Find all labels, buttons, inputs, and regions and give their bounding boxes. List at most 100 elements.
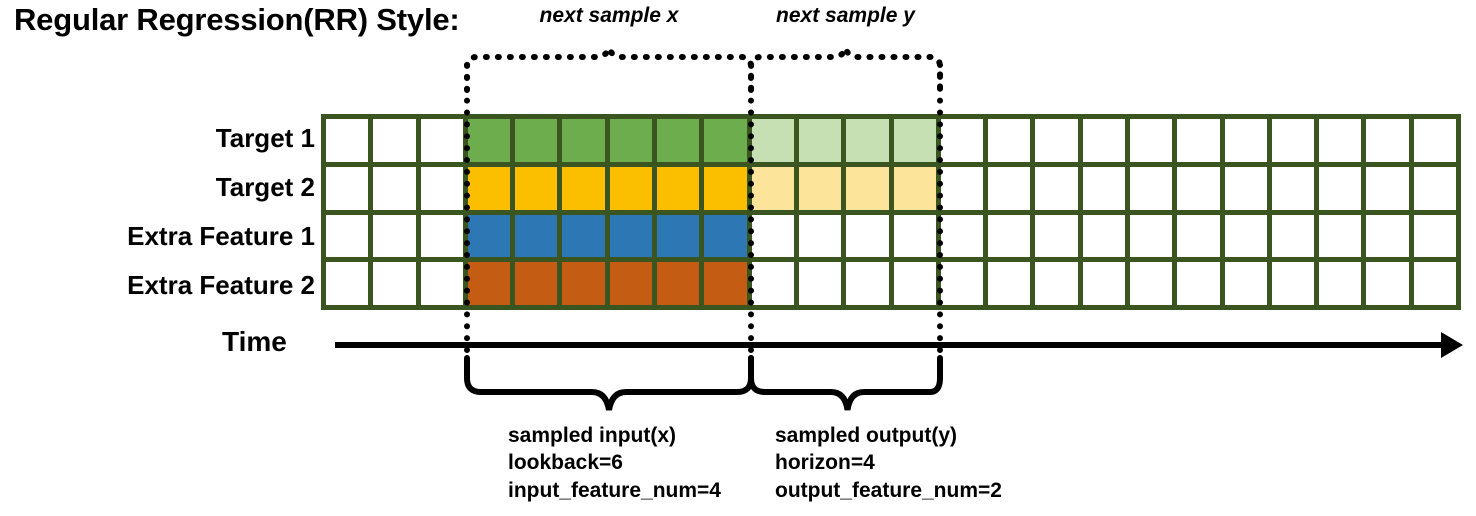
brace-label-next-sample-y: next sample y xyxy=(776,4,915,27)
grid-cell-r3-c4-input xyxy=(467,214,511,258)
grid-cell-r1-c9-input xyxy=(704,119,747,162)
grid-cell-r1-c10-output xyxy=(751,119,794,162)
grid-cell-r1-c13-output xyxy=(893,119,936,162)
grid-cell-r3-c3-empty xyxy=(420,214,463,258)
grid-cell-r2-c13-output xyxy=(893,166,936,210)
grid-cell-r2-c15-empty xyxy=(988,166,1031,210)
page-title: Regular Regression(RR) Style: xyxy=(14,2,460,37)
grid-cell-r3-c24-empty xyxy=(1413,214,1456,258)
grid-cell-r1-c24-empty xyxy=(1413,119,1456,162)
grid-cell-r2-c14-empty xyxy=(940,166,984,210)
grid-cell-r4-c13-empty xyxy=(893,262,936,305)
grid-cell-r2-c12-output xyxy=(846,166,889,210)
grid-cell-r1-c19-empty xyxy=(1177,119,1220,162)
timeseries-grid xyxy=(321,114,1461,310)
grid-cell-r1-c8-input xyxy=(657,119,700,162)
grid-cell-r3-c8-input xyxy=(657,214,700,258)
grid-cell-r2-c18-empty xyxy=(1129,166,1173,210)
grid-cell-r3-c20-empty xyxy=(1224,214,1267,258)
grid-cell-r4-c1-empty xyxy=(326,262,369,305)
grid-cell-r4-c16-empty xyxy=(1035,262,1078,305)
grid-cell-r4-c3-empty xyxy=(420,262,463,305)
grid-cell-r3-c21-empty xyxy=(1271,214,1315,258)
annotation-output-line-3: output_feature_num=2 xyxy=(775,478,1002,502)
grid-cell-r1-c16-empty xyxy=(1035,119,1078,162)
annotation-input-line-2: lookback=6 xyxy=(508,451,623,475)
grid-cell-r1-c1-empty xyxy=(326,119,369,162)
row-label-extra-feature-1: Extra Feature 1 xyxy=(127,221,315,251)
grid-cell-r4-c12-empty xyxy=(846,262,889,305)
grid-cell-r4-c11-empty xyxy=(798,262,842,305)
grid-cell-r1-c4-input xyxy=(467,119,511,162)
grid-cell-r1-c23-empty xyxy=(1366,119,1409,162)
grid-cell-r4-c17-empty xyxy=(1082,262,1125,305)
grid-cell-r1-c6-input xyxy=(562,119,605,162)
annotation-sampled-output: sampled output(y) horizon=4 output_featu… xyxy=(775,422,1002,504)
guide-line-input-start xyxy=(464,62,470,377)
brace-next-sample-x xyxy=(464,38,754,93)
grid-cell-r2-c17-empty xyxy=(1082,166,1125,210)
grid-cell-r1-c5-input xyxy=(515,119,558,162)
row-label-extra-feature-2: Extra Feature 2 xyxy=(127,270,315,300)
grid-cell-r1-c21-empty xyxy=(1271,119,1315,162)
grid-cell-r4-c23-empty xyxy=(1366,262,1409,305)
grid-cell-r3-c2-empty xyxy=(373,214,416,258)
grid-cell-r3-c6-input xyxy=(562,214,605,258)
grid-cell-r2-c5-input xyxy=(515,166,558,210)
row-label-target-2: Target 2 xyxy=(215,172,315,202)
grid-cell-r4-c5-input xyxy=(515,262,558,305)
grid-cell-r1-c18-empty xyxy=(1129,119,1173,162)
grid-cell-r2-c10-output xyxy=(751,166,794,210)
grid-cell-r1-c7-input xyxy=(609,119,653,162)
grid-cell-r3-c10-empty xyxy=(751,214,794,258)
grid-cell-r4-c8-input xyxy=(657,262,700,305)
grid-cell-r3-c17-empty xyxy=(1082,214,1125,258)
grid-cell-r4-c2-empty xyxy=(373,262,416,305)
brace-label-next-sample-x: next sample x xyxy=(539,4,679,27)
grid-cell-r3-c9-input xyxy=(704,214,747,258)
guide-line-input-end xyxy=(748,62,754,377)
grid-cell-r4-c21-empty xyxy=(1271,262,1315,305)
grid-cell-r3-c5-input xyxy=(515,214,558,258)
brace-sampled-input xyxy=(464,355,754,416)
brace-next-sample-y xyxy=(748,36,943,93)
grid-cell-r4-c14-empty xyxy=(940,262,984,305)
annotation-input-line-1: sampled input(x) xyxy=(508,424,677,447)
grid-cell-r1-c22-empty xyxy=(1319,119,1362,162)
grid-cell-r4-c10-empty xyxy=(751,262,794,305)
grid-cell-r2-c16-empty xyxy=(1035,166,1078,210)
grid-cell-r2-c24-empty xyxy=(1413,166,1456,210)
guide-line-output-end xyxy=(937,62,943,377)
grid-cell-r3-c1-empty xyxy=(326,214,369,258)
grid-cell-r3-c19-empty xyxy=(1177,214,1220,258)
grid-cell-r3-c23-empty xyxy=(1366,214,1409,258)
grid-cell-r3-c13-empty xyxy=(893,214,936,258)
annotation-output-line-1: sampled output(y) xyxy=(775,424,957,447)
grid-cell-r2-c1-empty xyxy=(326,166,369,210)
grid-cell-r2-c4-input xyxy=(467,166,511,210)
grid-cell-r2-c20-empty xyxy=(1224,166,1267,210)
grid-cell-r4-c15-empty xyxy=(988,262,1031,305)
grid-cell-r1-c12-output xyxy=(846,119,889,162)
grid-cell-r3-c18-empty xyxy=(1129,214,1173,258)
annotation-input-line-3: input_feature_num=4 xyxy=(508,478,721,502)
grid-cell-r4-c22-empty xyxy=(1319,262,1362,305)
grid-cell-r4-c19-empty xyxy=(1177,262,1220,305)
grid-cell-r1-c2-empty xyxy=(373,119,416,162)
grid-cell-r2-c9-input xyxy=(704,166,747,210)
grid-cell-r4-c20-empty xyxy=(1224,262,1267,305)
grid-cell-r3-c15-empty xyxy=(988,214,1031,258)
grid-cell-r2-c19-empty xyxy=(1177,166,1220,210)
grid-cell-r1-c15-empty xyxy=(988,119,1031,162)
grid-cell-r1-c14-empty xyxy=(940,119,984,162)
grid-cell-r2-c23-empty xyxy=(1366,166,1409,210)
grid-cell-r3-c22-empty xyxy=(1319,214,1362,258)
grid-cell-r4-c6-input xyxy=(562,262,605,305)
grid-cell-r4-c7-input xyxy=(609,262,653,305)
annotation-sampled-input: sampled input(x) lookback=6 input_featur… xyxy=(508,422,721,504)
grid-cell-r1-c3-empty xyxy=(420,119,463,162)
grid-cell-r2-c2-empty xyxy=(373,166,416,210)
grid-cell-r2-c8-input xyxy=(657,166,700,210)
grid-cell-r1-c17-empty xyxy=(1082,119,1125,162)
